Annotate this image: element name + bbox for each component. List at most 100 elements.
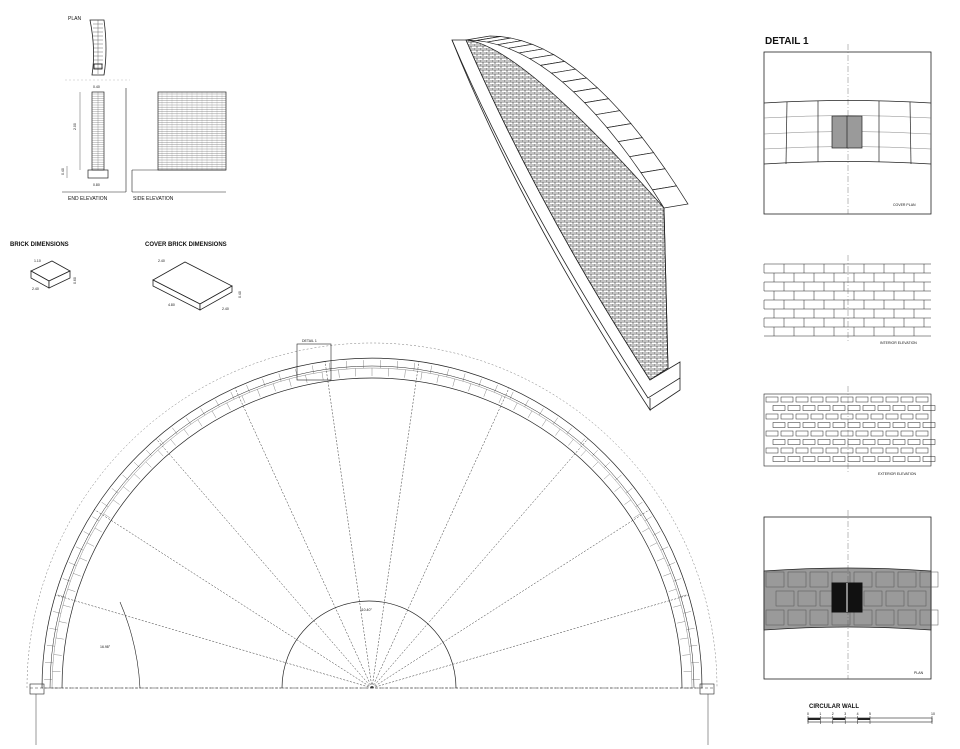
brick-joint: [553, 417, 558, 425]
exterior-brick: [907, 456, 921, 462]
brick-length-dim: 2.40: [32, 287, 39, 291]
brick-joint: [635, 502, 643, 507]
brick-joint: [111, 488, 119, 494]
brick-joint: [145, 461, 152, 468]
brick-joint: [673, 605, 682, 608]
brick-joint: [566, 427, 572, 435]
brick-joint: [215, 399, 220, 407]
brick-joint: [46, 645, 55, 647]
small-plan: PLAN: [68, 16, 107, 76]
plan-detail-label: PLAN: [914, 671, 924, 675]
brick-joint: [446, 369, 449, 377]
exterior-brick: [892, 439, 906, 445]
brick-joint: [305, 374, 308, 383]
plan-detail-brick: [897, 609, 917, 626]
brick-joint: [73, 573, 81, 577]
exterior-brick: [832, 422, 846, 428]
exterior-brick: [915, 430, 929, 437]
brick-joint: [436, 374, 439, 383]
wall-height-dim: 2.00: [73, 123, 77, 130]
plan-detail-brick: [809, 571, 829, 588]
brick-joint: [509, 391, 514, 400]
plan-detail-brick: [907, 590, 927, 607]
exterior-brick: [765, 413, 779, 420]
exterior-brick: [915, 413, 929, 420]
brick-joint: [649, 542, 658, 547]
brick-joint: [539, 408, 544, 416]
brick-joint: [404, 369, 406, 378]
brick-joint: [568, 439, 574, 446]
exterior-brick: [922, 422, 936, 428]
scale-tick-label: 1: [819, 712, 821, 716]
plan-detail-brick: [885, 590, 905, 607]
brick-joint: [592, 461, 599, 468]
exterior-brick: [877, 422, 891, 428]
brick-joint: [170, 439, 176, 446]
plan-detail-brick: [787, 571, 807, 588]
exterior-brick: [802, 422, 816, 428]
scale-tick-label: 3: [844, 712, 846, 716]
exterior-brick: [907, 405, 921, 411]
brick-joint: [75, 546, 84, 551]
brick-joint: [49, 628, 58, 630]
brick-joint: [241, 395, 246, 404]
exterior-brick: [772, 439, 786, 445]
exterior-brick: [877, 439, 891, 445]
cover-plan-label: COVER PLAN: [893, 203, 916, 207]
plan-detail-brick: [853, 609, 873, 626]
brick-joint: [246, 384, 250, 393]
wall-width-dim: 0.40: [93, 85, 100, 89]
brick-joint: [686, 628, 695, 630]
brick-joint: [413, 362, 415, 371]
coping-brick: [651, 185, 689, 209]
brick-joint: [62, 578, 71, 582]
brick-joint: [494, 384, 498, 393]
brick-joint: [668, 588, 677, 592]
exterior-brick: [817, 422, 831, 428]
radial-line: [94, 509, 373, 689]
brick-joint: [468, 383, 472, 392]
exterior-brick: [915, 447, 929, 454]
plan-detail-brick: [853, 571, 873, 588]
brick-joint: [57, 594, 66, 598]
brick-joint: [157, 450, 164, 457]
brick-joint: [200, 408, 205, 416]
brick-joint: [101, 502, 109, 507]
brick-joint: [103, 513, 111, 519]
brick-joint: [524, 399, 529, 407]
brick-joint: [452, 378, 455, 387]
brick-joint: [592, 449, 598, 457]
exterior-brick: [780, 396, 794, 403]
segment-angle-label: 16.98°: [100, 645, 111, 649]
brick-joint: [624, 499, 631, 505]
brick-height-dim: 0.60: [73, 277, 77, 284]
end-elevation-label: END ELEVATION: [68, 196, 108, 202]
semicircle-plan: 110.40° 16.98° DETAIL 1: [26, 339, 718, 745]
radial-line: [155, 438, 373, 689]
brick-joint: [133, 462, 141, 468]
exterior-brick: [870, 447, 884, 454]
brick-joint: [346, 360, 348, 370]
brick-joint: [226, 402, 231, 411]
brick-joint: [53, 654, 62, 656]
exterior-brick: [817, 456, 831, 462]
brick-joint: [580, 450, 587, 457]
exterior-brick: [802, 456, 816, 462]
brick-joint: [478, 378, 482, 387]
scale-segment: [832, 718, 846, 720]
exterior-brick: [765, 430, 779, 437]
brick-joint: [483, 389, 487, 397]
brick-joint: [603, 462, 611, 468]
exterior-brick: [765, 447, 779, 454]
exterior-brick: [787, 456, 801, 462]
exterior-brick: [862, 456, 876, 462]
exterior-brick: [787, 422, 801, 428]
brick-joint: [329, 362, 331, 371]
brick-joint: [289, 378, 292, 387]
exterior-brick: [885, 430, 899, 437]
exterior-brick: [922, 439, 936, 445]
exterior-brick: [832, 456, 846, 462]
scale-segment: [857, 718, 870, 720]
cover-brick-dimensions: COVER BRICK DIMENSIONS 2.40 4.80 0.40 2.…: [145, 242, 242, 311]
